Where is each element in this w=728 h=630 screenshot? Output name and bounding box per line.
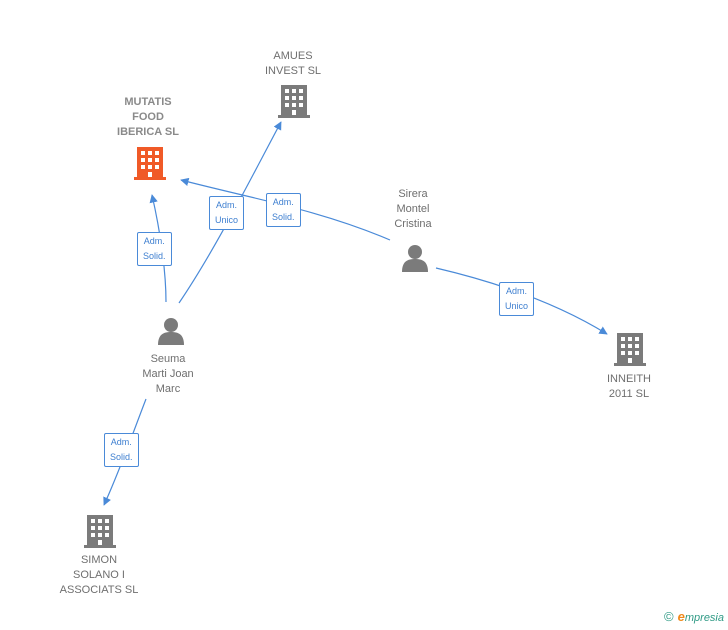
edge-label-seuma-mutatis[interactable]: Adm. Solid. — [137, 232, 172, 266]
node-label-seuma[interactable]: Seuma Marti Joan Marc — [142, 353, 194, 395]
person-icon[interactable] — [402, 245, 428, 272]
footer-credit: © empresia — [664, 609, 724, 624]
node-label-amues[interactable]: AMUES INVEST SL — [264, 50, 322, 77]
node-label-inneith[interactable]: INNEITH 2011 SL — [607, 373, 651, 400]
node-label-simon[interactable]: SIMON SOLANO I ASSOCIATS SL — [59, 554, 139, 596]
node-label-sirera[interactable]: Sirera Montel Cristina — [394, 188, 432, 230]
edge-label-seuma-simon[interactable]: Adm. Solid. — [104, 433, 139, 467]
person-icon[interactable] — [158, 318, 184, 345]
building-icon[interactable] — [134, 147, 166, 180]
edge-label-sirera-mutatis[interactable]: Adm. Solid. — [266, 193, 301, 227]
brand-logo[interactable]: empresia — [677, 609, 724, 624]
edge-label-sirera-inneith[interactable]: Adm. Unico — [499, 282, 535, 316]
building-icon[interactable] — [84, 515, 116, 548]
building-icon[interactable] — [614, 333, 646, 366]
edge-label-seuma-amues[interactable]: Adm. Unico — [209, 196, 245, 230]
building-icon[interactable] — [278, 85, 310, 118]
copyright-icon: © — [664, 609, 674, 624]
node-label-mutatis[interactable]: MUTATIS FOOD IBERICA SL — [117, 96, 179, 138]
